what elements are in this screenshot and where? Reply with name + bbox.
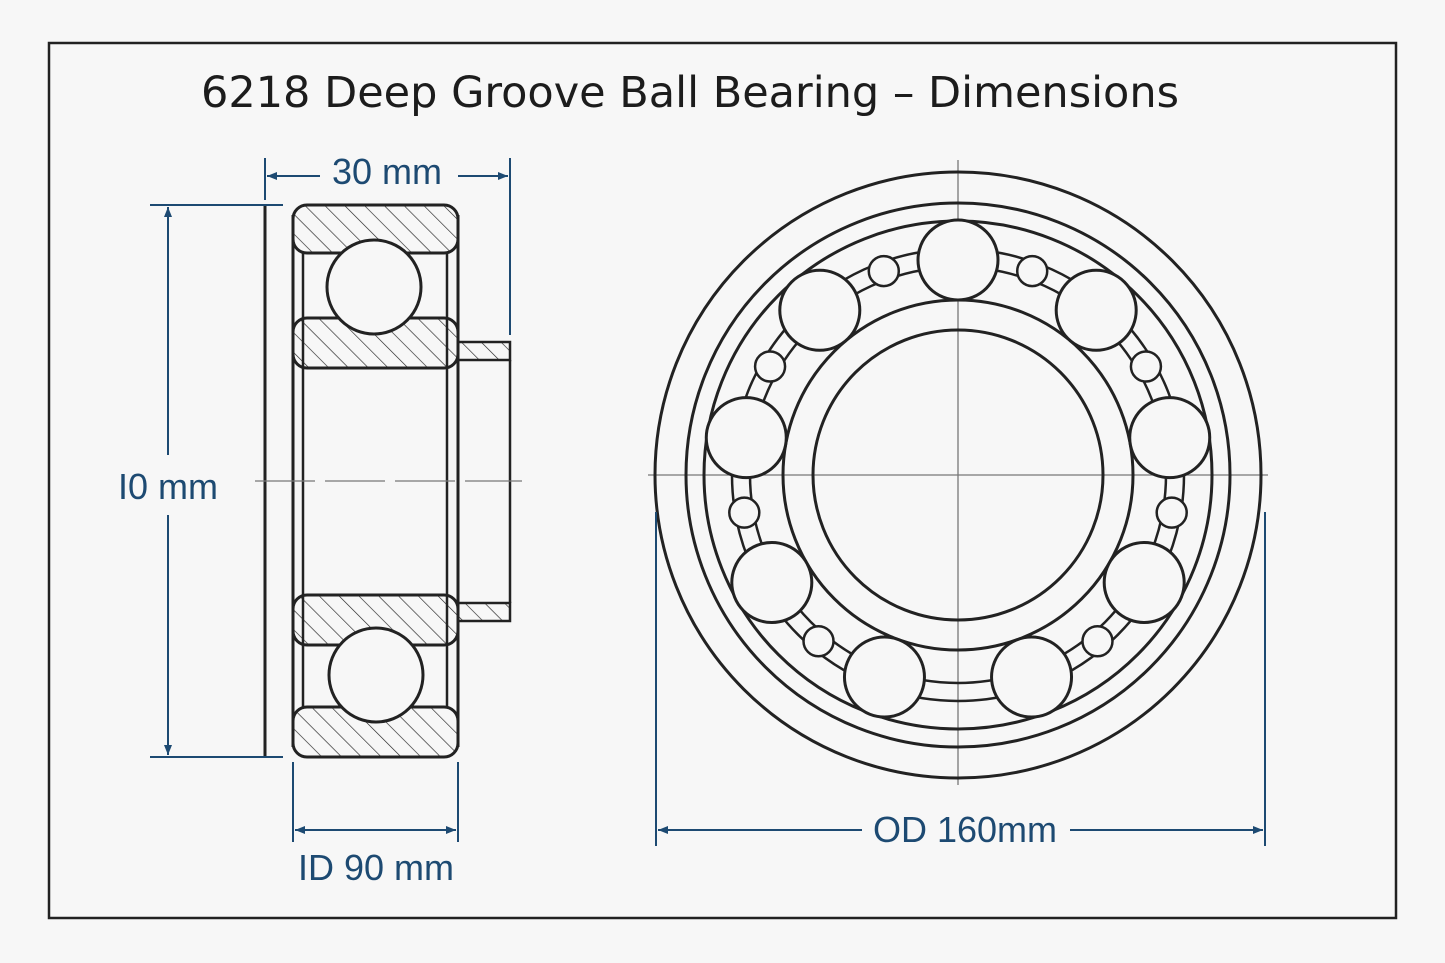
outer-ring-step	[684, 201, 1232, 749]
cage-spacer	[1081, 624, 1114, 658]
shaft-shoulder-top	[456, 340, 512, 362]
shaft-shoulder-bottom	[456, 601, 512, 623]
drawing-frame	[47, 41, 1398, 920]
cage-spacer	[1155, 496, 1188, 529]
ball	[730, 541, 814, 624]
side-section-view	[255, 203, 522, 759]
front-view	[648, 160, 1268, 785]
inner-diameter-label: ID 90 mm	[298, 847, 454, 888]
dimension-lines	[150, 158, 1266, 846]
outer-diameter-label: OD 160mm	[873, 809, 1057, 850]
ball	[1054, 268, 1138, 352]
ball-section-bottom	[327, 626, 425, 724]
ball	[842, 635, 926, 719]
ball	[778, 268, 862, 352]
ball	[990, 635, 1074, 719]
width-dimension-label: 30 mm	[332, 151, 442, 192]
cage-spacer	[753, 350, 787, 383]
cage-spacer	[802, 624, 835, 658]
bore-edge	[811, 328, 1105, 622]
ball	[704, 396, 788, 480]
ball	[916, 218, 1000, 302]
height-dimension-label: I0 mm	[118, 466, 218, 507]
ball-section-top	[325, 238, 423, 336]
cage-spacer	[867, 254, 901, 288]
drawing-title: 6218 Deep Groove Ball Bearing – Dimensio…	[201, 68, 1179, 118]
ball	[1102, 541, 1186, 624]
ball	[1128, 396, 1212, 480]
cage-spacer	[728, 496, 761, 529]
outer-ring-outer-edge	[653, 170, 1263, 780]
cage-spacer	[1015, 254, 1049, 288]
cage-spacer	[1129, 350, 1163, 383]
